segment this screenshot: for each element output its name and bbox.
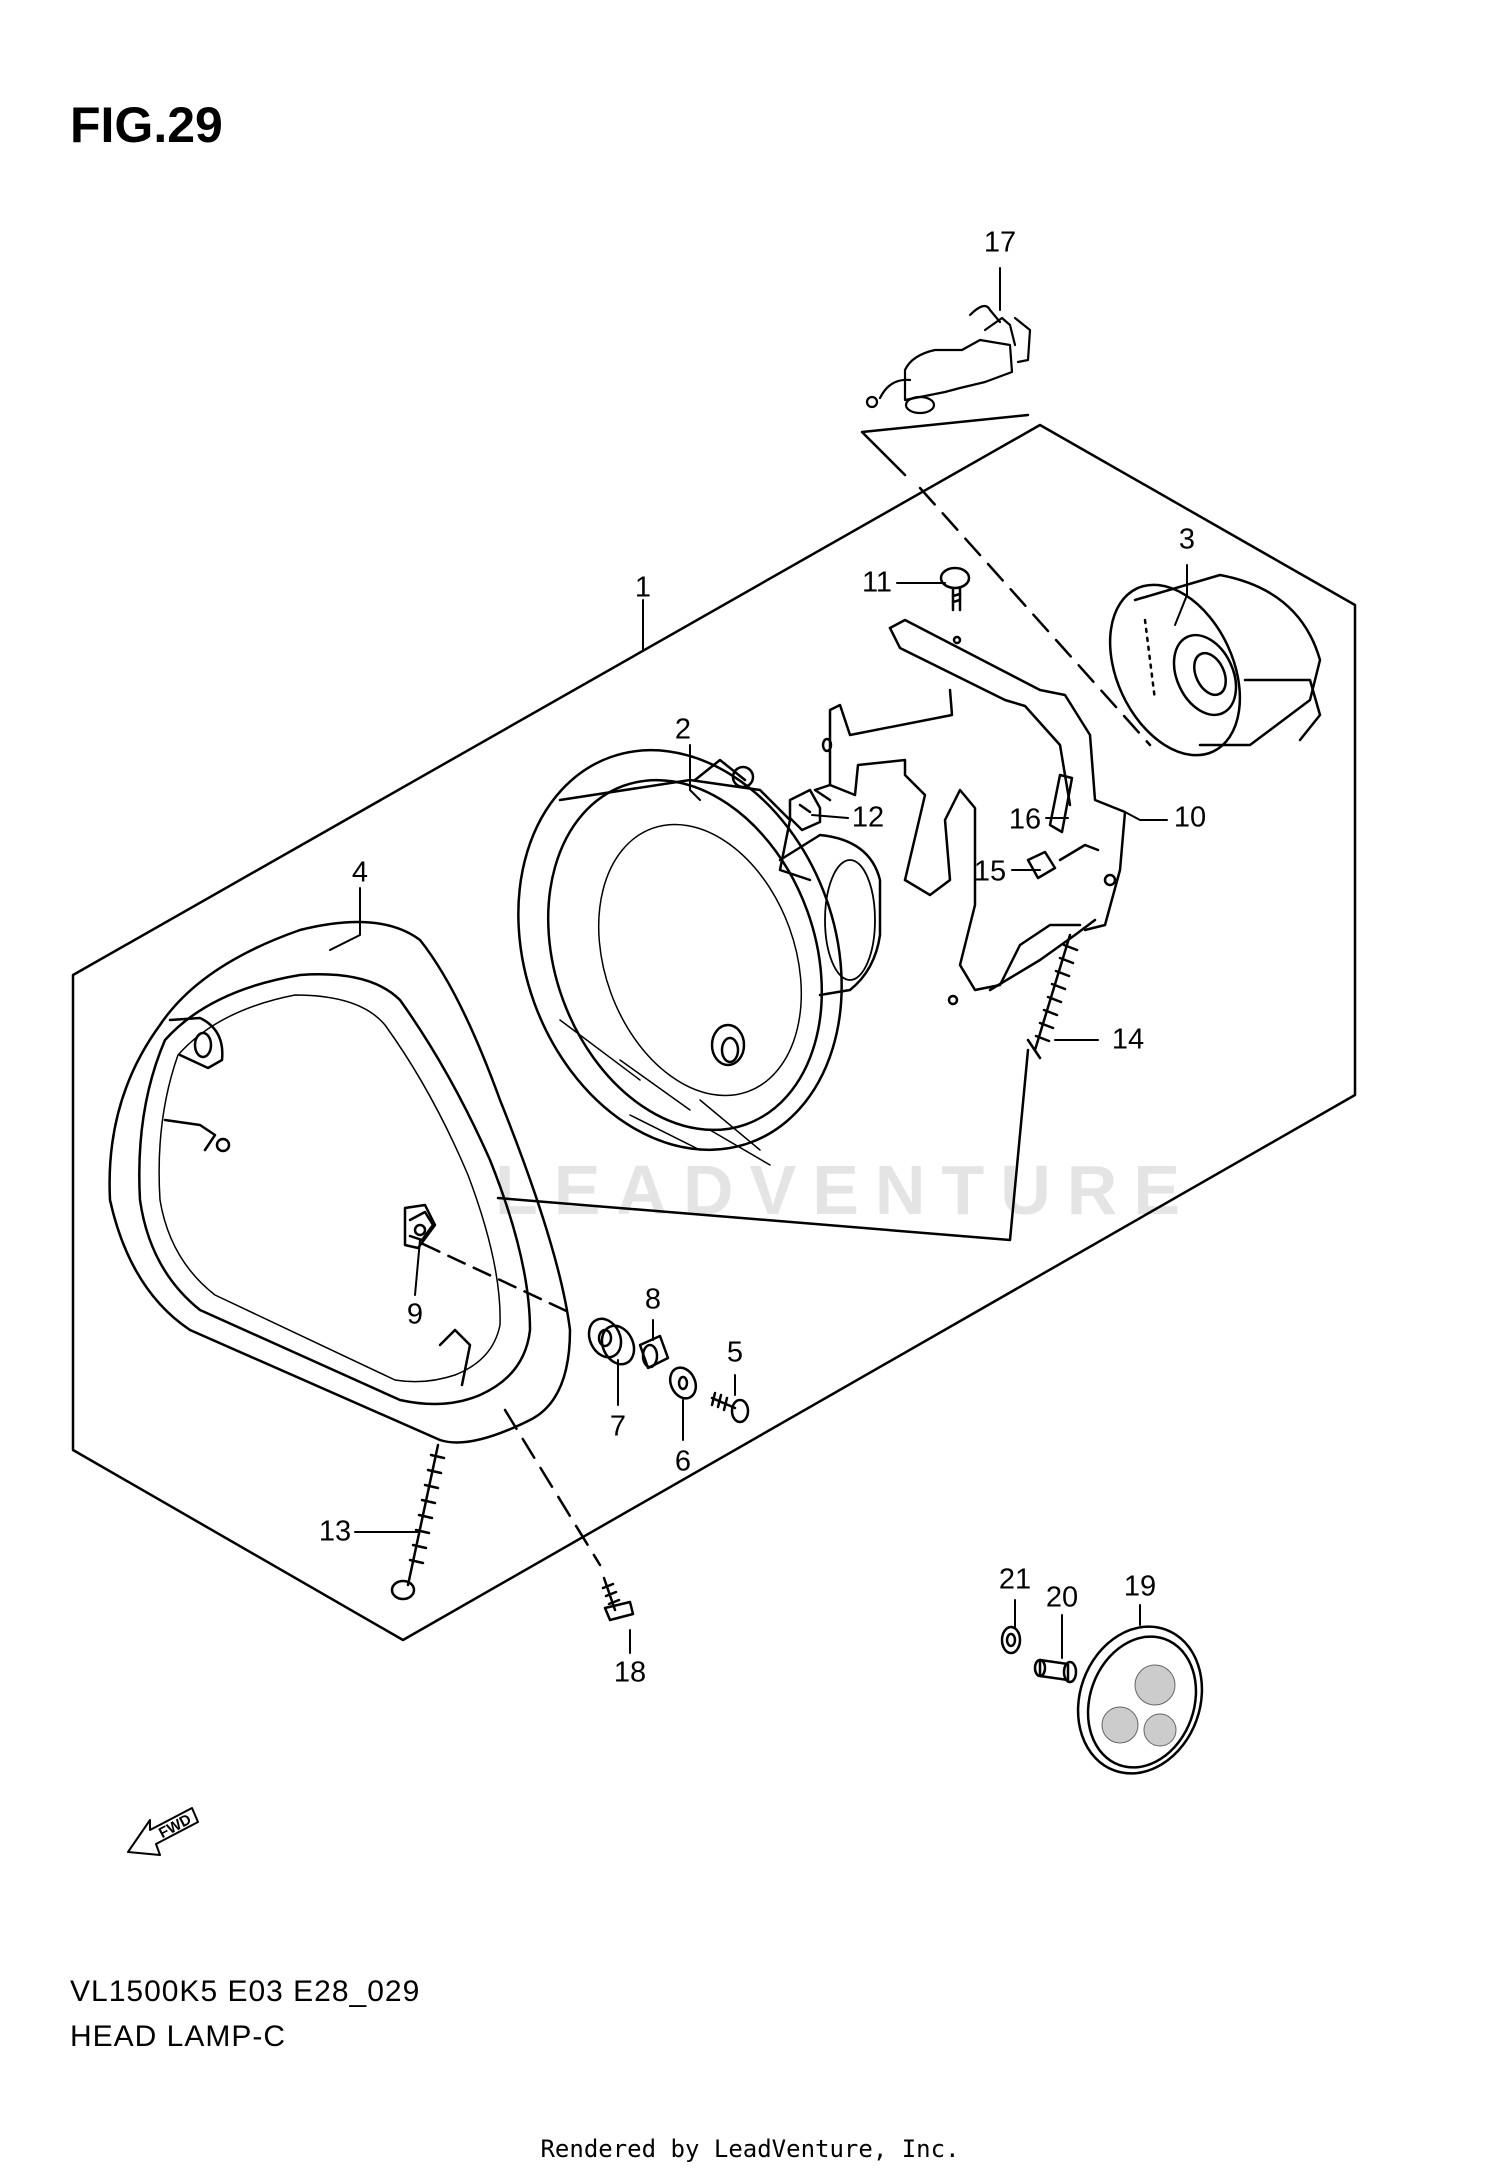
callout-leader-lines <box>329 267 1188 1659</box>
callout-12: 12 <box>851 801 885 834</box>
housing-case-part <box>1108 573 1322 757</box>
mounting-bracket-part <box>813 618 1127 1006</box>
callout-15: 15 <box>973 855 1007 888</box>
model-code: VL1500K5 E03 E28_029 <box>70 1975 421 2008</box>
adjuster-pin-part <box>1048 773 1074 834</box>
long-screw-part <box>390 1443 446 1601</box>
washer-21-part <box>1000 1625 1022 1655</box>
bulb-dash-line <box>918 486 1152 747</box>
headlamp-rim-part <box>108 920 572 1444</box>
bolt-20-part <box>1033 1658 1078 1684</box>
reflector-19-part <box>1076 1625 1204 1775</box>
adjuster-nut-part <box>1026 850 1057 880</box>
assembly-boundary-outline <box>71 423 1357 1642</box>
forward-direction-arrow <box>127 1807 199 1856</box>
callout-9: 9 <box>406 1298 424 1331</box>
callout-17: 17 <box>983 226 1017 259</box>
section-name: HEAD LAMP-C <box>70 2020 287 2053</box>
callout-11: 11 <box>861 566 893 599</box>
callout-18: 18 <box>613 1656 647 1689</box>
lamp-unit-part <box>517 748 882 1166</box>
screw-5-part <box>710 1391 750 1424</box>
callout-14: 14 <box>1111 1023 1145 1056</box>
grommet-part <box>587 1317 636 1366</box>
washer-part <box>668 1366 698 1400</box>
callout-8: 8 <box>644 1283 662 1316</box>
callout-19: 19 <box>1123 1570 1157 1603</box>
callout-3: 3 <box>1178 523 1196 556</box>
rim-nut-part <box>408 1210 435 1242</box>
adjuster-leader-line <box>496 1048 1030 1242</box>
collar-part <box>638 1334 670 1370</box>
watermark-text: LEADVENTURE <box>495 1151 1197 1229</box>
callout-13: 13 <box>318 1515 352 1548</box>
screw-11-part <box>939 566 971 645</box>
callout-20: 20 <box>1045 1581 1079 1614</box>
callout-5: 5 <box>726 1336 744 1369</box>
bulb-leader-line <box>860 413 1030 477</box>
bulb-part <box>865 304 1032 415</box>
screw-dash-line <box>503 1408 602 1567</box>
callout-4: 4 <box>351 856 369 889</box>
clip-nut-part <box>788 788 822 832</box>
spring-part <box>1026 933 1079 1060</box>
callout-1: 1 <box>634 571 652 604</box>
figure-title: FIG.29 <box>70 97 223 153</box>
callout-2: 2 <box>674 713 692 746</box>
callout-6: 6 <box>674 1445 692 1478</box>
callout-16: 16 <box>1008 803 1042 836</box>
screw-18-part <box>601 1576 635 1622</box>
nut-dash-line <box>421 1242 577 1317</box>
rendered-by-credit: Rendered by LeadVenture, Inc. <box>540 2135 960 2163</box>
callout-21: 21 <box>998 1563 1032 1596</box>
callout-10: 10 <box>1173 801 1207 834</box>
callout-7: 7 <box>609 1410 627 1443</box>
